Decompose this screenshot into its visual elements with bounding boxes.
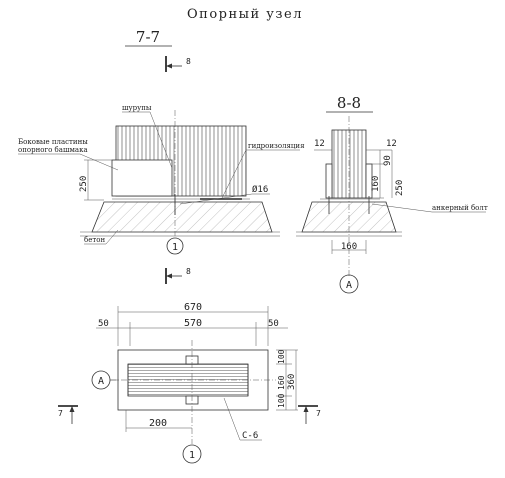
svg-text:1: 1 [172, 242, 178, 253]
svg-text:бетон: бетон [84, 236, 105, 244]
dim-right-stack-88: 12 90 160 250 [366, 139, 405, 199]
callout-c6: С-6 [223, 397, 262, 441]
callout-waterproofing: гидроизоляция [221, 142, 305, 199]
svg-text:50: 50 [98, 319, 109, 329]
dim-670: 670 [117, 302, 269, 346]
svg-text:570: 570 [184, 318, 202, 329]
axis-marker-a-section: А [339, 274, 359, 294]
svg-text:90: 90 [383, 155, 393, 166]
svg-text:А: А [346, 280, 352, 291]
section-7-7-label: 7-7 [136, 28, 160, 46]
side-plate [111, 159, 173, 197]
svg-text:анкерный болт: анкерный болт [432, 204, 488, 212]
axis-marker-1-section: 1 [166, 237, 184, 255]
svg-text:250: 250 [395, 180, 405, 196]
drawing-title: Опорный узел [187, 7, 303, 22]
cut-marker-8-top: 8 [165, 56, 191, 72]
svg-text:100: 100 [277, 393, 286, 408]
svg-text:7: 7 [316, 409, 321, 418]
section-8-8-label: 8-8 [337, 94, 361, 112]
svg-text:160: 160 [277, 375, 286, 390]
svg-text:100: 100 [277, 349, 286, 364]
svg-text:200: 200 [149, 418, 167, 429]
cut-marker-7-left: 7 [58, 405, 78, 424]
concrete-foundation [91, 201, 273, 233]
concrete-foundation-88 [301, 201, 397, 233]
svg-text:гидроизоляция: гидроизоляция [248, 142, 305, 150]
cut-marker-7-right: 7 [298, 405, 321, 424]
svg-text:7: 7 [58, 409, 63, 418]
svg-text:8: 8 [186, 57, 191, 66]
svg-text:160: 160 [341, 242, 357, 252]
axis-marker-1-plan: 1 [182, 444, 202, 464]
axis-marker-a-plan: А [91, 370, 118, 390]
plan-view: 670 50 570 50 100 16 [58, 302, 321, 464]
dim-570-row: 50 570 50 [96, 318, 288, 346]
svg-text:опорного башмака: опорного башмака [18, 146, 88, 154]
callout-screws: шурупы [122, 104, 173, 169]
svg-text:670: 670 [184, 302, 202, 313]
dim-250-77: 250 [79, 159, 112, 201]
dim-diameter-16: Ø16 [179, 184, 270, 205]
svg-text:Боковые пластины: Боковые пластины [18, 138, 88, 146]
callout-side-plates: Боковые пластины опорного башмака [18, 138, 119, 171]
callout-anchor-bolt: анкерный болт [371, 203, 488, 213]
svg-text:Ø16: Ø16 [252, 184, 268, 195]
dim-200: 200 [125, 410, 192, 432]
cut-marker-8-bottom: 8 [165, 267, 191, 284]
dim-160-horiz: 160 [331, 240, 367, 254]
svg-text:50: 50 [268, 319, 279, 329]
svg-text:360: 360 [287, 374, 297, 390]
svg-text:12: 12 [314, 139, 325, 149]
svg-text:160: 160 [371, 176, 381, 192]
svg-text:12: 12 [386, 139, 397, 149]
label-concrete: бетон [84, 229, 119, 245]
svg-text:250: 250 [79, 176, 89, 192]
svg-text:А: А [98, 376, 104, 387]
svg-text:8: 8 [186, 267, 191, 276]
svg-text:С-6: С-6 [242, 431, 258, 441]
svg-text:1: 1 [189, 450, 195, 461]
dim-12-top: 12 [314, 139, 332, 151]
section-7-7: 7-7 8 шурупы Боковые [18, 28, 305, 284]
dim-right-stack-plan: 100 160 100 360 [276, 349, 298, 411]
svg-text:шурупы: шурупы [122, 104, 152, 112]
section-8-8: 8-8 12 12 90 160 250 [296, 94, 488, 294]
